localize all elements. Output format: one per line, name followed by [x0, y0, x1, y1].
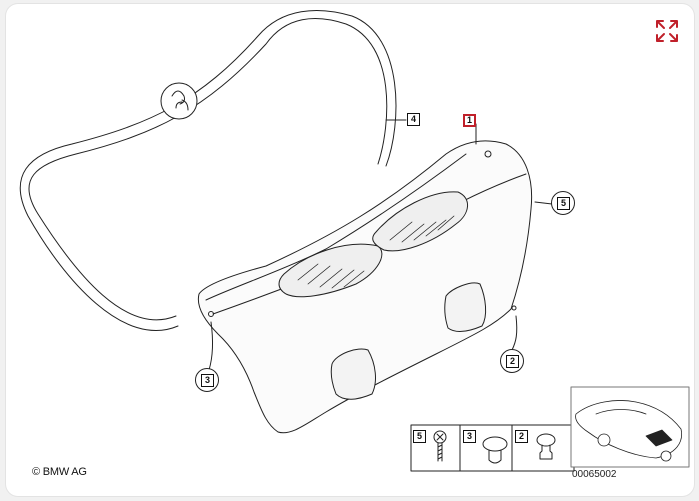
fastener-label-5[interactable]: 5 [413, 430, 426, 443]
callout-4[interactable]: 4 [407, 113, 420, 126]
exploded-parts-diagram [19, 10, 690, 472]
callout-2[interactable]: 2 [500, 349, 524, 373]
callout-5-label: 5 [557, 197, 570, 210]
screw-fastener [433, 430, 447, 462]
lower-left-pocket [330, 348, 376, 400]
right-vent-panel [372, 191, 468, 252]
fastener-label-2[interactable]: 2 [515, 430, 528, 443]
callout-1[interactable]: 1 [463, 114, 476, 127]
expand-arrows-icon [656, 20, 678, 42]
push-clip-fastener [482, 436, 508, 464]
lower-right-pocket [444, 282, 487, 333]
callout-3-label: 3 [201, 374, 214, 387]
trunk-seal [28, 18, 388, 321]
left-vent-panel [278, 243, 383, 298]
seal-connector-detail [160, 82, 198, 120]
callout-5[interactable]: 5 [551, 191, 575, 215]
expansion-rivet-fastener [536, 433, 556, 460]
callout-2-label: 2 [506, 355, 519, 368]
expand-button[interactable] [654, 18, 680, 44]
callout-3[interactable]: 3 [195, 368, 219, 392]
copyright-text: © BMW AG [32, 466, 87, 478]
diagram-part-number: 00065002 [572, 469, 617, 480]
diagram-card: 1 4 5 2 3 5 3 2 © BMW AG 00065002 [6, 4, 694, 496]
fastener-label-3[interactable]: 3 [463, 430, 476, 443]
